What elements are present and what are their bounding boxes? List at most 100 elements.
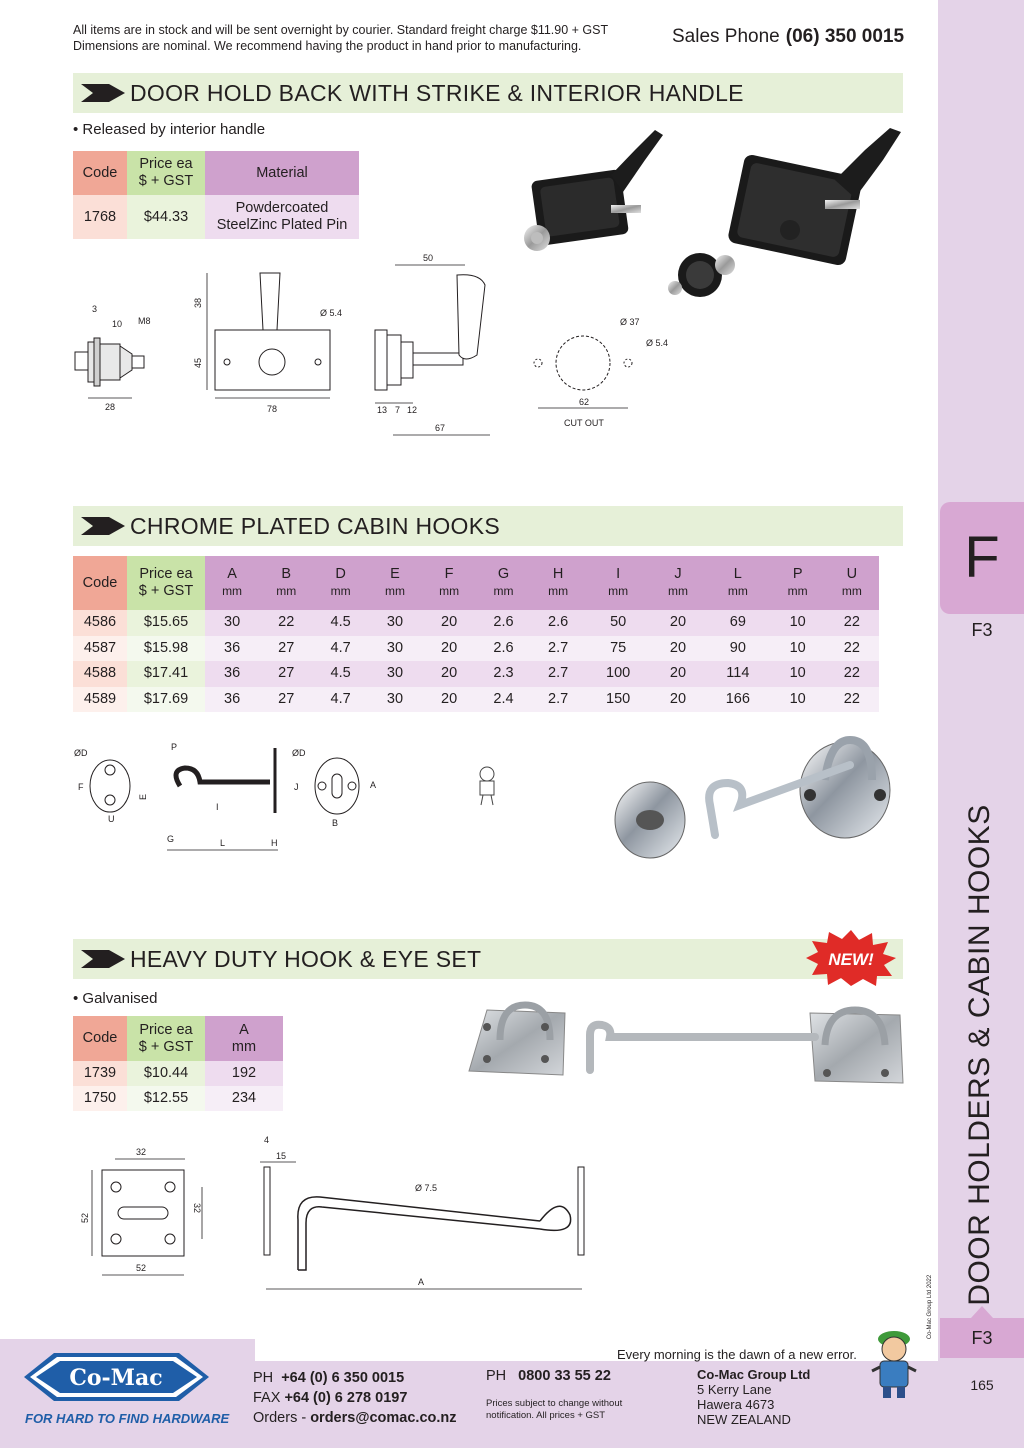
svg-text:E: E (138, 794, 148, 800)
table-row: 1750 $12.55 234 (73, 1086, 283, 1111)
cell-dim-d: 4.5 (313, 610, 368, 636)
cell-material: Powdercoated SteelZinc Plated Pin (205, 195, 359, 239)
comac-logo-icon[interactable]: Co-Mac (24, 1345, 209, 1409)
svg-text:78: 78 (267, 404, 277, 414)
svg-text:28: 28 (105, 402, 115, 410)
cell-dim-a: 36 (205, 686, 260, 712)
cell-dim-a: 36 (205, 635, 260, 661)
new-starburst-icon: NEW! (806, 930, 896, 986)
cell-dim-f: 20 (422, 610, 477, 636)
footer-contact: PH +64 (0) 6 350 0015 FAX +64 (0) 6 278 … (253, 1368, 457, 1428)
footer-orders-email[interactable]: orders@comac.co.nz (310, 1410, 457, 1426)
cell-dim-d: 4.5 (313, 661, 368, 687)
footer-orders-line: Orders - orders@comac.co.nz (253, 1410, 457, 1426)
logo-text: Co-Mac (69, 1365, 162, 1391)
svg-text:45: 45 (193, 358, 203, 368)
svg-text:52: 52 (80, 1213, 90, 1223)
svg-text:10: 10 (112, 319, 122, 329)
svg-text:P: P (171, 742, 177, 752)
header-price: Price ea$ + GST (127, 1016, 205, 1061)
cell-code: 4588 (73, 661, 127, 687)
cell-dim-e: 30 (367, 610, 423, 636)
cell-dim-h: 2.6 (530, 610, 586, 636)
cell-dim-u: 22 (824, 686, 879, 712)
svg-text:J: J (294, 782, 299, 792)
cell-dim-p: 10 (770, 635, 825, 661)
cell-dim-g: 2.6 (476, 635, 531, 661)
footer-tagline-strip (255, 1339, 938, 1361)
svg-text:H: H (271, 838, 278, 848)
cell-code: 1768 (73, 195, 127, 239)
svg-text:A: A (418, 1277, 424, 1287)
footer-address: Co-Mac Group Ltd 5 Kerry Lane Hawera 467… (697, 1367, 811, 1427)
category-title: DOOR HOLDERS & CABIN HOOKS (963, 804, 996, 1306)
footer-phone[interactable]: +64 (0) 6 350 0015 (281, 1370, 405, 1386)
footer-phone-line: PH +64 (0) 6 350 0015 (253, 1370, 405, 1386)
footer-fax-line: FAX +64 (0) 6 278 0197 (253, 1390, 408, 1406)
svg-text:I: I (216, 802, 219, 812)
svg-text:Ø 37: Ø 37 (620, 317, 640, 327)
product-photo-door-hold-back (524, 128, 901, 297)
header-code: Code (73, 1016, 127, 1061)
header-price: Price ea$ + GST (127, 556, 205, 610)
feature-bullet: • Released by interior handle (73, 121, 266, 138)
section-header-door-hold-back: DOOR HOLD BACK WITH STRIKE & INTERIOR HA… (73, 73, 903, 113)
cell-dim-f: 20 (422, 635, 477, 661)
svg-text:CUT OUT: CUT OUT (564, 418, 604, 428)
cell-dim-l: 90 (705, 635, 771, 661)
arrow-icon (81, 84, 125, 102)
cell-dim-j: 20 (650, 610, 706, 636)
svg-text:12: 12 (407, 405, 417, 415)
page-code-bottom-tab: F3 (940, 1306, 1024, 1358)
svg-text:ØD: ØD (74, 748, 88, 758)
cell-code: 4586 (73, 610, 127, 636)
header-price: Price ea$ + GST (127, 151, 205, 195)
footer-fax: +64 (0) 6 278 0197 (284, 1390, 408, 1406)
cell-dim-l: 166 (705, 686, 771, 712)
product-photo-hook-eye-set (468, 1001, 904, 1084)
cell-dim-d: 4.7 (313, 686, 368, 712)
svg-text:52: 52 (136, 1263, 146, 1273)
cell-a: 234 (205, 1086, 283, 1111)
sales-phone-label: Sales Phone (672, 26, 780, 47)
svg-text:67: 67 (435, 423, 445, 433)
footer-freephone-number[interactable]: 0800 33 55 22 (518, 1368, 611, 1384)
cell-dim-i: 50 (585, 610, 651, 636)
feature-bullet: • Galvanised (73, 990, 158, 1007)
cell-dim-i: 75 (585, 635, 651, 661)
cell-dim-j: 20 (650, 661, 706, 687)
section-letter: F (964, 525, 1000, 590)
svg-text:F: F (78, 782, 84, 792)
cell-dim-g: 2.6 (476, 610, 531, 636)
cell-price: $15.65 (127, 610, 205, 636)
cell-dim-e: 30 (367, 635, 423, 661)
header-code: Code (73, 151, 127, 195)
cell-dim-j: 20 (650, 635, 706, 661)
cell-dim-p: 10 (770, 686, 825, 712)
svg-text:32: 32 (136, 1147, 146, 1157)
section-letter-tab[interactable]: F (940, 502, 1024, 614)
page-code-bottom: F3 (971, 1328, 993, 1348)
cell-price: $15.98 (127, 635, 205, 661)
cell-code: 1750 (73, 1086, 127, 1111)
cell-dim-d: 4.7 (313, 635, 368, 661)
mascot-icon (871, 1331, 917, 1398)
cell-dim-e: 30 (367, 686, 423, 712)
sales-phone-number[interactable]: (06) 350 0015 (785, 26, 905, 47)
arrow-icon (81, 950, 125, 968)
cell-price: $17.69 (127, 686, 205, 712)
cell-code: 1739 (73, 1061, 127, 1086)
side-tab (938, 0, 1024, 1448)
sales-phone: Sales Phone(06) 350 0015 (672, 26, 904, 48)
